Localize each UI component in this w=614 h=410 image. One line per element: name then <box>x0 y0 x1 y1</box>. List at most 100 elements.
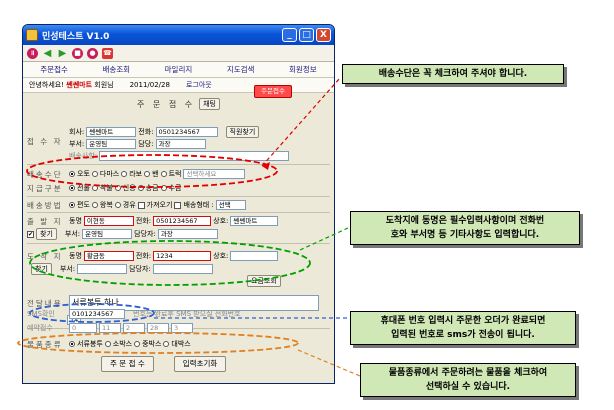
reserve-hour[interactable]: 28 <box>147 323 169 333</box>
section-title: 주 문 접 수 <box>137 99 196 109</box>
menu-order[interactable]: 주문접수 <box>40 65 68 74</box>
radio-transfer[interactable] <box>137 185 144 191</box>
radio-oneway[interactable] <box>69 202 75 208</box>
reset-button[interactable]: 입력초기화 <box>173 356 227 372</box>
origin-dept-input[interactable]: 운영팀 <box>82 229 133 239</box>
radio-envelope[interactable] <box>69 341 75 347</box>
radio-small-box[interactable] <box>104 341 111 347</box>
radio-labo[interactable] <box>121 171 128 177</box>
origin-phone-input[interactable]: 0501234567 <box>153 216 212 226</box>
origin-phone-label: 전화: <box>135 217 152 225</box>
dept-input[interactable]: 운영팀 <box>86 139 137 149</box>
dest-company-input[interactable] <box>230 251 279 261</box>
phone-icon[interactable]: ☎ <box>102 47 113 59</box>
dest-dept-input[interactable] <box>77 264 128 274</box>
menu-member[interactable]: 회원정보 <box>289 65 317 74</box>
dest-dept-label: 부서: <box>59 265 76 273</box>
dest-manager-label: 담당자: <box>129 265 151 273</box>
company-input[interactable]: 쎈쎈마트 <box>86 127 137 137</box>
request-input[interactable] <box>99 151 290 161</box>
origin-manager-input[interactable]: 과장 <box>157 229 218 239</box>
radio-collect[interactable] <box>160 185 167 191</box>
option-cod: 착불 <box>99 184 113 192</box>
receiver-label: 접 수 자 <box>27 136 63 146</box>
menu-mileage[interactable]: 마일리지 <box>164 65 193 74</box>
sms-callout: 휴대폰 번호 입력시 주문한 오더가 완료되면 입력된 번호로 sms가 전송이… <box>350 311 576 345</box>
radio-cod[interactable] <box>91 185 98 191</box>
chat-button[interactable]: 채팅 <box>199 98 220 110</box>
option-medium-box: 중박스 <box>142 340 162 348</box>
back-icon[interactable]: ◀ <box>43 47 52 59</box>
radio-prepaid[interactable] <box>69 185 75 191</box>
forward-icon[interactable]: ▶ <box>58 47 67 59</box>
dept-label: 부서: <box>69 140 85 148</box>
origin-dong-input[interactable]: 이현동 <box>83 216 134 226</box>
current-date: 2011/02/28 <box>129 81 170 89</box>
receiver-row-1: 접 수 자 회사: 쎈쎈마트 전화: 0501234567 직원찾기 <box>27 126 260 146</box>
dest-phone-label: 전화: <box>135 252 152 260</box>
sms-note: 번호는 완료후 SMS 받으실 전화번호 <box>133 310 241 318</box>
radio-via[interactable] <box>114 202 121 208</box>
radio-roundtrip[interactable] <box>91 202 98 208</box>
reserve-year[interactable]: 0 <box>69 323 97 333</box>
origin-company-input[interactable]: 쎈쎈마트 <box>230 216 279 226</box>
divider <box>27 196 330 197</box>
origin-checkbox[interactable] <box>27 230 34 238</box>
bring-back-checkbox[interactable] <box>137 201 145 209</box>
radio-credit[interactable] <box>114 185 121 191</box>
radio-van[interactable] <box>144 171 151 177</box>
dest-manager-input[interactable] <box>152 264 213 274</box>
reserve-label: 예약접수 <box>27 324 53 332</box>
phone-input[interactable]: 0501234567 <box>155 127 218 137</box>
logout-link[interactable]: 로그아웃 <box>185 81 212 89</box>
title-bar[interactable]: 민성테스트 V1.0 _ □ X <box>23 25 334 45</box>
sms-row: SMS확인 0101234567 번호는 완료후 SMS 받으실 전화번호 <box>27 308 241 320</box>
menu-map[interactable]: 지도검색 <box>226 65 255 74</box>
pause-icon[interactable]: ॥ <box>27 47 38 59</box>
maximize-button[interactable]: □ <box>299 28 314 42</box>
option-small-box: 소박스 <box>112 340 133 348</box>
find-staff-button[interactable]: 직원찾기 <box>225 126 260 138</box>
radio-damas[interactable] <box>91 171 98 177</box>
dest-phone-input[interactable]: 1234 <box>153 251 212 261</box>
radio-large-box[interactable] <box>163 341 170 347</box>
origin-find-button[interactable]: 찾기 <box>36 228 57 240</box>
truck-size-select[interactable]: 선택하세요 <box>183 169 246 179</box>
submit-order-button[interactable]: 주 문 접 수 <box>101 356 154 372</box>
destination-callout: 도착지에 동명은 필수입력사항이며 전화번 호와 부서명 등 기타사항도 입력합… <box>350 211 580 245</box>
close-button[interactable]: X <box>316 28 331 42</box>
reserve-minute[interactable]: 3 <box>171 323 193 333</box>
app-icon <box>26 29 38 41</box>
destination-callout-line-1: 도착지에 동명은 필수입력사항이며 전화번 <box>385 216 545 226</box>
dest-find-button[interactable]: 찾기 <box>31 263 52 275</box>
dest-dong-label: 동명 <box>69 252 82 260</box>
delivery-state-checkbox[interactable] <box>174 201 182 209</box>
option-roundtrip: 왕복 <box>99 201 113 209</box>
minimize-button[interactable]: _ <box>282 28 297 42</box>
phone-label: 전화: <box>138 128 154 136</box>
manager-input[interactable]: 과장 <box>155 139 206 149</box>
origin-label: 출 발 지 <box>27 216 63 226</box>
delivery-callout-text: 배송수단은 꼭 체크하여 주셔야 합니다. <box>378 69 528 79</box>
delivery-state-label: 배송형태 : <box>183 201 214 209</box>
reserve-row: 예약접수 0 11 2 28 3 <box>27 322 193 334</box>
menu-delivery[interactable]: 배송조회 <box>102 65 131 74</box>
sms-phone-input[interactable]: 0101234567 <box>69 309 125 319</box>
radio-auto[interactable] <box>69 171 75 177</box>
fee-lookup-button[interactable]: 요금조회 <box>247 275 281 287</box>
radio-medium-box[interactable] <box>134 341 141 347</box>
option-credit: 신용 <box>122 184 136 192</box>
reserve-month[interactable]: 11 <box>99 323 121 333</box>
receiver-row-3: 배송사항: <box>69 150 290 162</box>
radio-truck[interactable] <box>160 171 167 177</box>
goods-callout: 물품종류에서 주문하려는 물품을 체크하여 선택하실 수 있습니다. <box>360 363 576 397</box>
dest-dong-input[interactable]: 황금동 <box>83 251 134 261</box>
delivery-state-select[interactable]: 선택 <box>215 200 246 210</box>
reserve-day[interactable]: 2 <box>123 323 145 333</box>
sms-callout-line-1: 휴대폰 번호 입력시 주문한 오더가 완료되면 <box>380 316 546 326</box>
stop-icon[interactable]: ■ <box>72 47 83 59</box>
dest-company-label: 상호: <box>213 252 229 260</box>
order-red-button[interactable]: 주문접수 <box>254 85 292 98</box>
record-icon[interactable]: ● <box>87 47 98 59</box>
sms-callout-line-2: 입력된 번호로 sms가 전송이 됩니다. <box>391 330 535 340</box>
